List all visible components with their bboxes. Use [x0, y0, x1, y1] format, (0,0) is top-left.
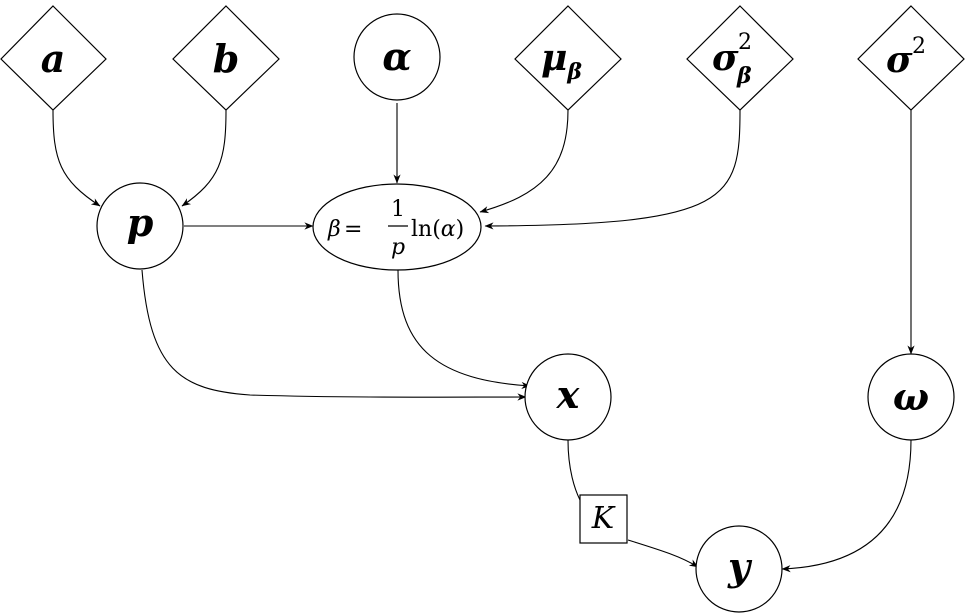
node-beta-denominator: p: [391, 235, 405, 260]
svg-text:μβ: μβ: [541, 37, 582, 85]
svg-text:σ: σ: [886, 39, 913, 81]
node-sigma2-beta-superscript: 2: [738, 30, 752, 55]
node-sigma2-beta-subscript: β: [736, 63, 752, 89]
node-sigma2-beta-symbol: σ: [712, 37, 739, 79]
node-sigma2-superscript: 2: [912, 34, 926, 59]
node-a-label: a: [41, 36, 66, 81]
node-sigma2-symbol: σ: [886, 39, 913, 81]
node-mu-beta: μβ: [514, 5, 622, 111]
svg-text:σ: σ: [712, 37, 739, 79]
edge-beta-to-x: [397, 269, 531, 390]
node-x: x: [524, 353, 612, 441]
node-beta-function: ln(: [411, 217, 441, 242]
svg-text:ln(α): ln(α): [411, 217, 464, 242]
node-beta-numerator: 1: [391, 197, 405, 222]
node-b: b: [172, 5, 280, 111]
node-b-label: b: [213, 36, 240, 81]
edge-mu-beta-to-beta: [479, 109, 569, 214]
node-omega: ω: [867, 353, 955, 441]
node-p-label: p: [127, 200, 154, 245]
edge-a-to-p: [52, 109, 101, 207]
edge-omega-to-y: [781, 439, 912, 573]
node-a: a: [0, 5, 107, 111]
node-beta: β = 1 p ln(α): [312, 183, 482, 271]
node-y: y: [695, 525, 783, 613]
node-sigma2-beta: σ 2 β: [686, 5, 794, 111]
edge-sigma2-beta-to-beta: [484, 109, 741, 230]
node-sigma2: σ 2: [857, 5, 965, 111]
node-mu-beta-subscript: β: [566, 59, 582, 85]
edge-x-to-y: [567, 439, 698, 567]
node-beta-argument: α: [441, 217, 456, 242]
node-p: p: [96, 182, 184, 270]
plate-k-label: K: [591, 501, 616, 536]
node-beta-close-paren: ): [456, 217, 465, 242]
edge-p-to-x: [141, 269, 527, 401]
node-beta-equals: =: [344, 217, 362, 242]
node-y-label: y: [727, 544, 753, 589]
node-alpha: α: [353, 13, 441, 101]
plate-k: K: [579, 494, 628, 544]
node-mu-beta-symbol: μ: [541, 37, 567, 79]
node-omega-label: ω: [893, 374, 929, 419]
edge-b-to-p: [181, 109, 227, 207]
node-alpha-label: α: [382, 34, 411, 79]
node-x-label: x: [556, 372, 581, 417]
node-beta-lhs: β: [327, 217, 341, 242]
